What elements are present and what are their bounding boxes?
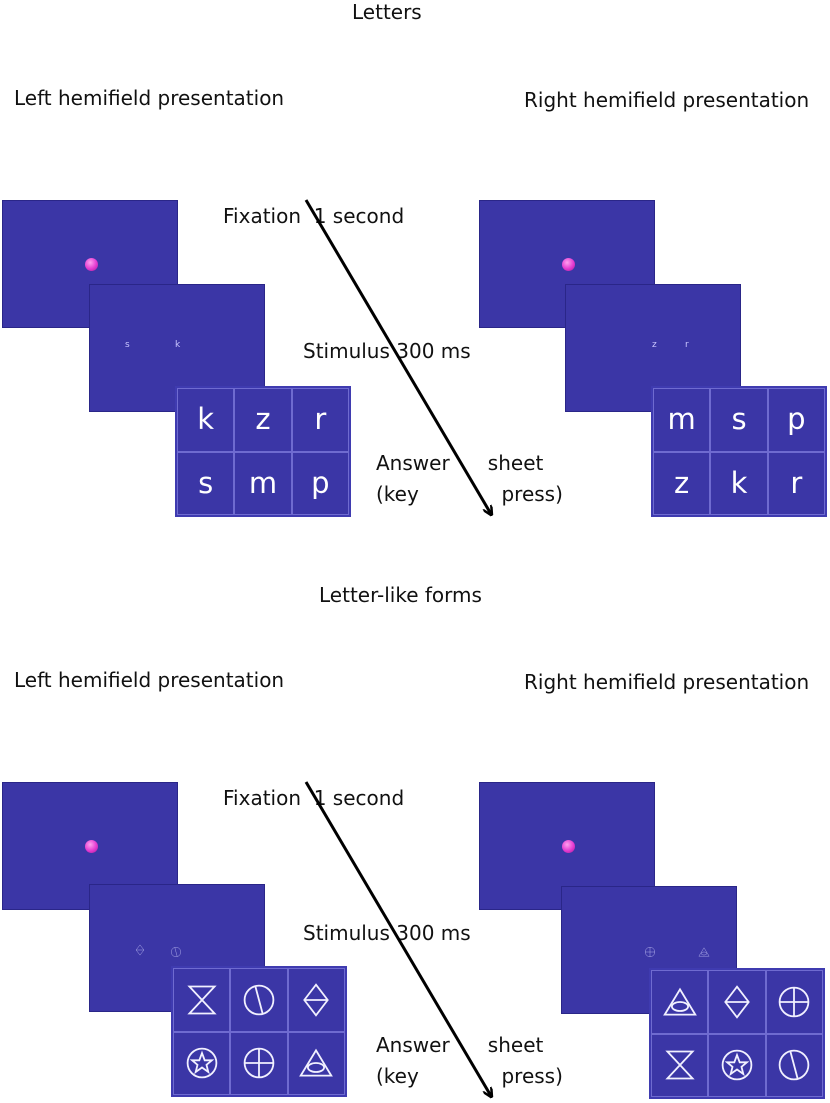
answer-cell: m	[234, 451, 292, 515]
answer-cell: z	[234, 388, 292, 452]
circle-cross-icon	[644, 943, 656, 962]
fixation-dot	[562, 840, 575, 853]
right-hemifield-label: Right hemifield presentation	[524, 670, 810, 694]
answer-cell: p	[767, 388, 825, 452]
diamond-icon	[708, 970, 766, 1034]
answer-cell: s	[710, 388, 768, 452]
section-title-letter-like-forms: Letter-like forms	[319, 583, 482, 607]
answer-cell: r	[291, 388, 349, 452]
answer-cell: k	[177, 388, 235, 452]
answer-cell: p	[291, 451, 349, 515]
section-title-letters: Letters	[352, 0, 422, 24]
stimulus-letter: z	[652, 340, 657, 350]
triangle-eye-icon	[651, 970, 709, 1034]
diamond-icon	[287, 968, 345, 1032]
answer-sheet-right: m s p z k r	[651, 386, 827, 517]
answer-sheet-right	[649, 968, 825, 1099]
key-press-label: (key press)	[376, 482, 563, 506]
fixation-label: Fixation 1 second	[223, 204, 405, 228]
answer-cell: m	[653, 388, 711, 452]
answer-cell: z	[653, 451, 711, 515]
answer-cell: k	[710, 451, 768, 515]
stimulus-label: Stimulus 300 ms	[303, 339, 471, 363]
circle-star-icon	[708, 1033, 766, 1097]
circle-cross-icon	[765, 970, 823, 1034]
circle-slash-icon	[765, 1033, 823, 1097]
circle-slash-icon	[170, 943, 182, 962]
fixation-dot	[85, 840, 98, 853]
circle-star-icon	[173, 1031, 231, 1095]
circle-cross-icon	[230, 1031, 288, 1095]
triangle-eye-icon	[698, 943, 710, 962]
circle-slash-icon	[230, 968, 288, 1032]
stimulus-letter: s	[125, 340, 130, 350]
answer-cell: r	[767, 451, 825, 515]
triangle-eye-icon	[287, 1031, 345, 1095]
answer-sheet-left: k z r s m p	[175, 386, 351, 517]
answer-sheet-label: Answer sheet	[376, 1033, 544, 1057]
left-hemifield-label: Left hemifield presentation	[14, 668, 285, 692]
stimulus-letter: r	[685, 340, 689, 350]
answer-cell: s	[177, 451, 235, 515]
diamond-icon	[134, 941, 146, 960]
left-hemifield-label: Left hemifield presentation	[14, 86, 285, 110]
fixation-dot	[562, 258, 575, 271]
stimulus-label: Stimulus 300 ms	[303, 921, 471, 945]
key-press-label: (key press)	[376, 1064, 563, 1088]
fixation-label: Fixation 1 second	[223, 786, 405, 810]
answer-sheet-label: Answer sheet	[376, 451, 544, 475]
hourglass-icon	[651, 1033, 709, 1097]
stimulus-letter: k	[175, 340, 181, 350]
answer-sheet-left	[171, 966, 347, 1097]
hourglass-icon	[173, 968, 231, 1032]
right-hemifield-label: Right hemifield presentation	[524, 88, 810, 112]
fixation-dot	[85, 258, 98, 271]
